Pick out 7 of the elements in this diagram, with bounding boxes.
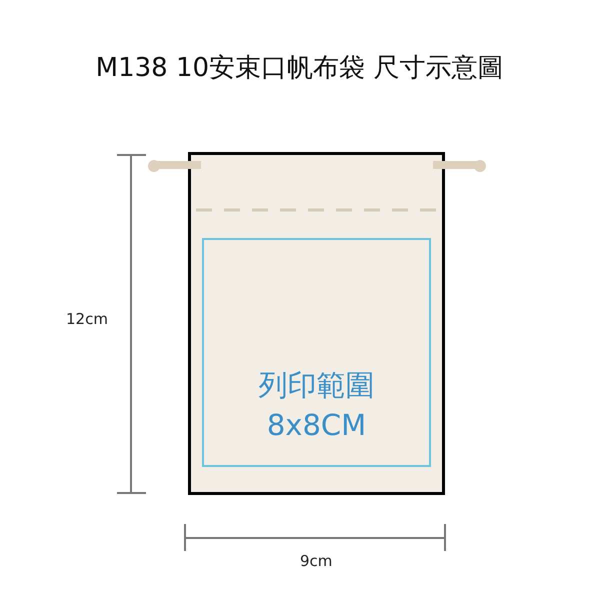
dimension-label: 9cm [300,552,332,570]
print-area-box [202,238,431,467]
bag-outline [188,152,445,495]
title: M138 10安束口帆布袋 尺寸示意圖 [94,52,504,85]
print-area-label: 列印範圍 [258,367,374,404]
dimension-label: 12cm [66,310,108,328]
print-area-label: 8x8CM [266,407,366,444]
